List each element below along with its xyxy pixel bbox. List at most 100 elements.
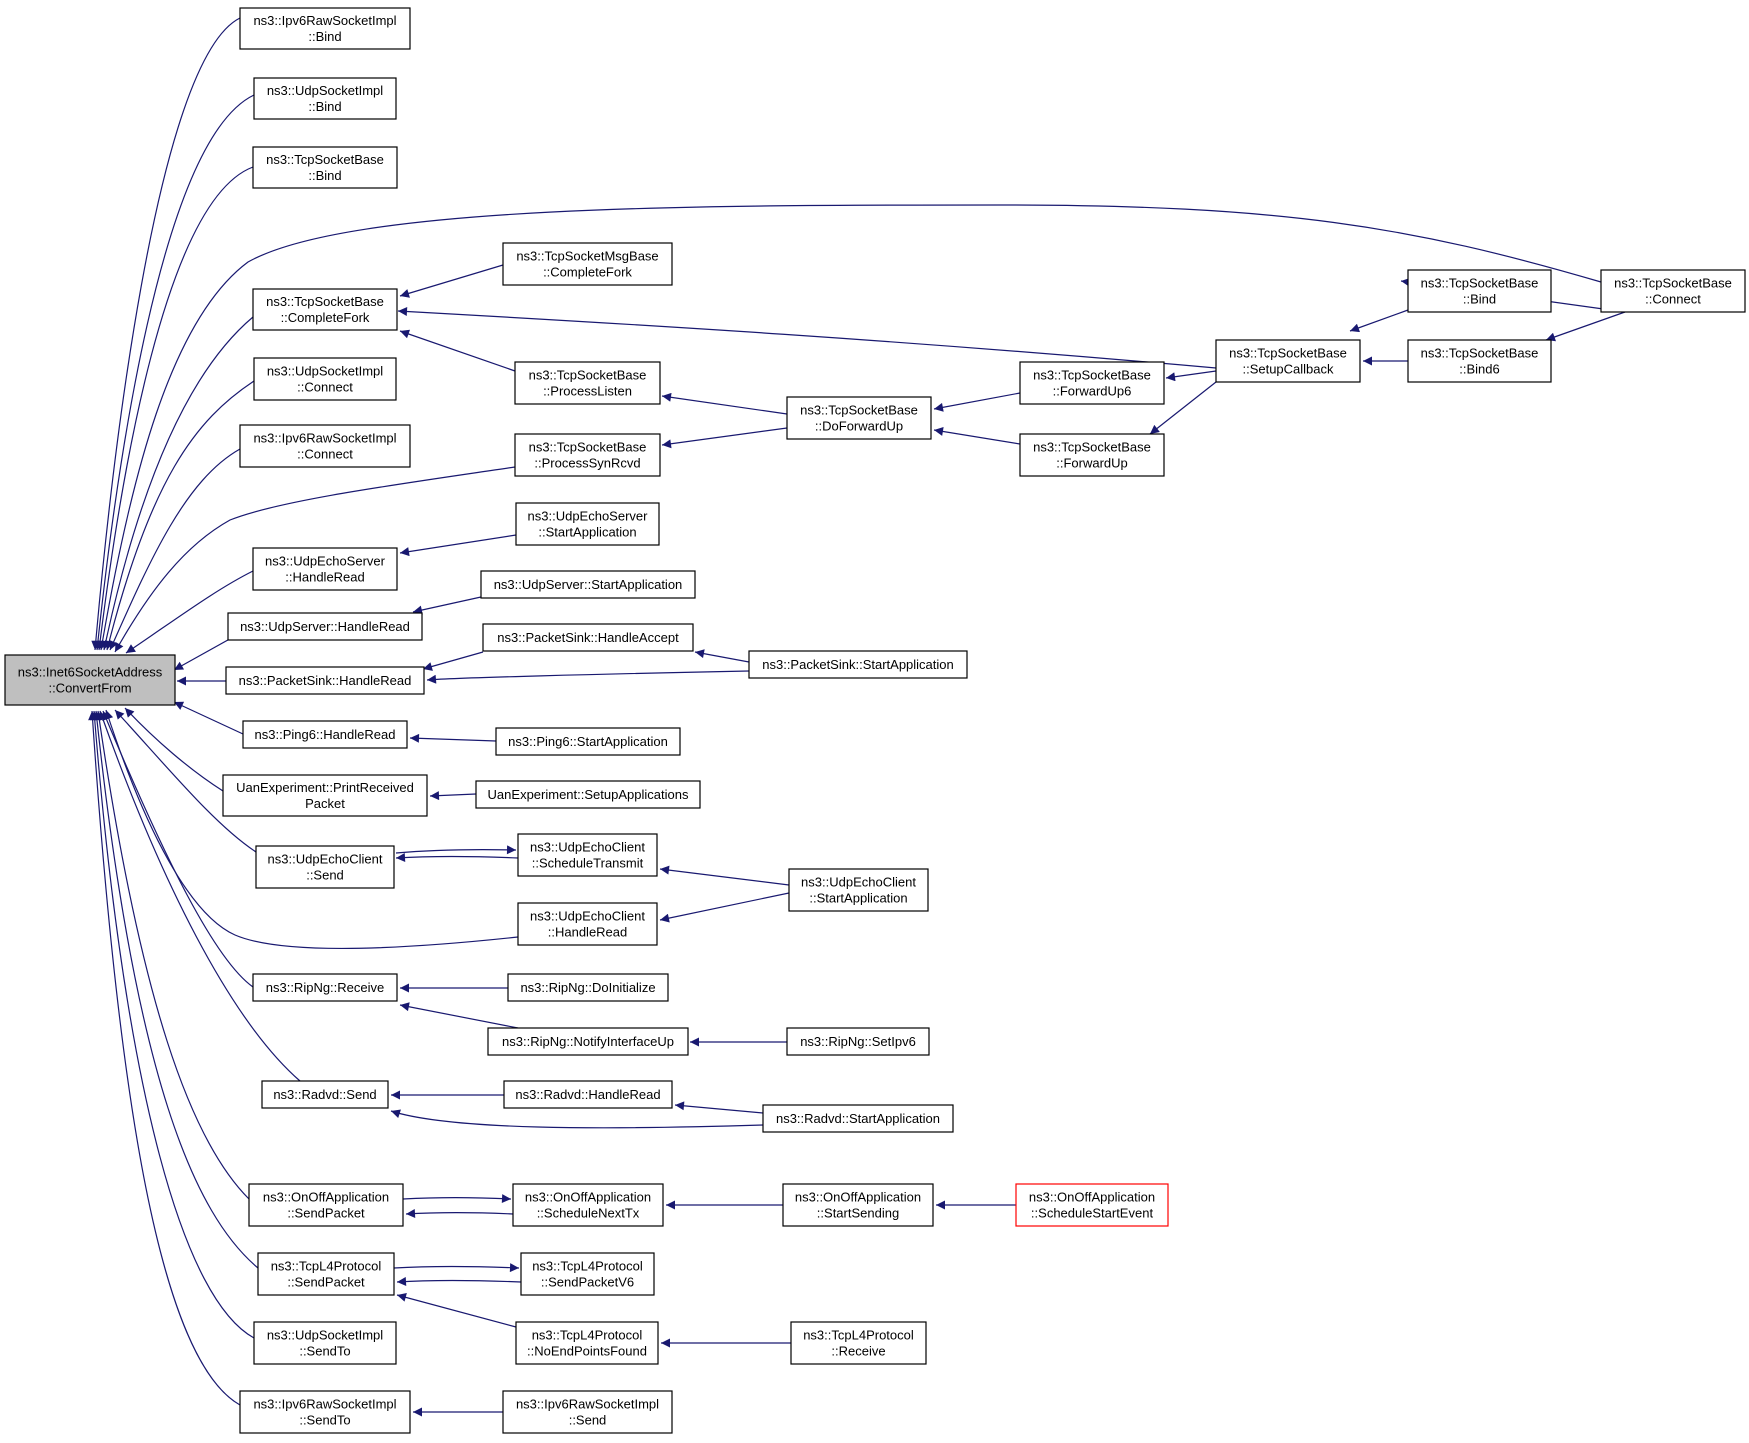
node-label-line: ns3::PacketSink::HandleRead (239, 673, 412, 688)
node-ripng-doinitialize[interactable]: ns3::RipNg::DoInitialize (507, 973, 669, 1002)
node-ripng-setipv6[interactable]: ns3::RipNg::SetIpv6 (786, 1027, 930, 1056)
node-tcpl4-sendpacket[interactable]: ns3::TcpL4Protocol::SendPacket (257, 1252, 395, 1296)
node-box (786, 396, 932, 440)
node-ipv6raw-bind[interactable]: ns3::Ipv6RawSocketImpl::Bind (239, 7, 411, 50)
node-label-line: ::ConvertFrom (48, 681, 131, 696)
node-box (495, 727, 681, 756)
node-label-line: ns3::OnOffApplication (525, 1190, 651, 1205)
node-radvd-handleread[interactable]: ns3::Radvd::HandleRead (503, 1080, 673, 1109)
node-label-line: ::ForwardUp (1056, 456, 1128, 471)
node-box (503, 1080, 673, 1109)
node-tcpbase-connect[interactable]: ns3::TcpSocketBase::Connect (1600, 269, 1746, 313)
edge-udpimpl_sendto-to-root (90, 710, 255, 1339)
node-box (253, 357, 397, 401)
node-label-line: ns3::TcpSocketMsgBase (516, 249, 658, 264)
edge-onoff_schedulenexttx-to-onoff_sendpacket (405, 1208, 514, 1218)
node-label-line: ns3::PacketSink::StartApplication (762, 657, 954, 672)
node-box (222, 774, 428, 817)
node-label-line: ns3::UdpSocketImpl (267, 1328, 383, 1343)
edge-onoff_sendpacket-to-root (94, 710, 250, 1200)
node-box (252, 288, 398, 331)
node-box (1215, 339, 1361, 383)
node-label-line: ::Bind (1463, 292, 1496, 307)
node-box (252, 146, 398, 189)
node-label-line: ::SendPacketV6 (541, 1275, 634, 1290)
node-tcpbase-forwardup[interactable]: ns3::TcpSocketBase::ForwardUp (1019, 433, 1165, 477)
node-packetsink-handleaccept[interactable]: ns3::PacketSink::HandleAccept (482, 623, 694, 652)
node-label-line: ns3::Radvd::StartApplication (776, 1111, 940, 1126)
node-box (786, 1027, 930, 1056)
node-tcpmsg-completefork[interactable]: ns3::TcpSocketMsgBase::CompleteFork (502, 242, 673, 286)
node-label-line: ns3::UdpSocketImpl (267, 83, 383, 98)
edge-onoff_sendpacket-to-onoff_schedulenexttx (402, 1194, 512, 1204)
node-tcpbase-forwardup6[interactable]: ns3::TcpSocketBase::ForwardUp6 (1019, 361, 1165, 405)
node-udpechoclient-start[interactable]: ns3::UdpEchoClient::StartApplication (788, 868, 929, 912)
node-tcpbase-bind-r[interactable]: ns3::TcpSocketBase::Bind (1407, 269, 1552, 313)
node-tcpbase-completefork[interactable]: ns3::TcpSocketBase::CompleteFork (252, 288, 398, 331)
node-label-line: ns3::Radvd::HandleRead (515, 1087, 660, 1102)
node-label-line: ns3::TcpSocketBase (1421, 346, 1539, 361)
node-packetsink-start[interactable]: ns3::PacketSink::StartApplication (748, 650, 968, 679)
node-onoff-startsending[interactable]: ns3::OnOffApplication::StartSending (782, 1183, 934, 1227)
edge-tcpbase_processlisten-to-tcpbase_completefork (399, 329, 516, 372)
node-ipv6raw-send[interactable]: ns3::Ipv6RawSocketImpl::Send (502, 1390, 673, 1434)
node-udpimpl-connect[interactable]: ns3::UdpSocketImpl::Connect (253, 357, 397, 401)
node-tcpl4-noendpointsfound[interactable]: ns3::TcpL4Protocol::NoEndPointsFound (515, 1321, 659, 1365)
node-udpechoclient-scheduletransmit[interactable]: ns3::UdpEchoClient::ScheduleTransmit (517, 833, 658, 877)
edge-udpserver_start-to-udpserver_handleread (412, 596, 482, 615)
node-packetsink-handleread[interactable]: ns3::PacketSink::HandleRead (225, 666, 425, 695)
node-label-line: ::StartApplication (538, 525, 636, 540)
node-onoff-sendpacket[interactable]: ns3::OnOffApplication::SendPacket (248, 1183, 404, 1227)
node-udpechoclient-send[interactable]: ns3::UdpEchoClient::Send (255, 845, 395, 889)
node-box (227, 612, 423, 641)
node-udpechoclient-handleread[interactable]: ns3::UdpEchoClient::HandleRead (517, 902, 658, 946)
node-udpimpl-bind[interactable]: ns3::UdpSocketImpl::Bind (253, 77, 397, 120)
node-label-line: ::Bind (308, 29, 341, 44)
node-box (1407, 339, 1552, 383)
node-ping6-handleread[interactable]: ns3::Ping6::HandleRead (242, 720, 408, 749)
edge-ping6_start-to-ping6_handleread (409, 733, 497, 743)
node-tcpbase-setupcallback[interactable]: ns3::TcpSocketBase::SetupCallback (1215, 339, 1361, 383)
edge-udpechoclient_handleread-to-root (104, 709, 519, 950)
node-box (502, 1390, 673, 1434)
node-label-line: ns3::UdpEchoServer (265, 554, 386, 569)
node-tcpl4-sendpacketv6[interactable]: ns3::TcpL4Protocol::SendPacketV6 (520, 1252, 655, 1296)
node-udpserver-handleread[interactable]: ns3::UdpServer::HandleRead (227, 612, 423, 641)
node-uan-setupapps[interactable]: UanExperiment::SetupApplications (475, 780, 701, 809)
node-radvd-start[interactable]: ns3::Radvd::StartApplication (762, 1104, 954, 1133)
node-ripng-receive[interactable]: ns3::RipNg::Receive (252, 973, 398, 1002)
node-label-line: ns3::TcpSocketBase (1421, 276, 1539, 291)
node-onoff-schedulestartevent[interactable]: ns3::OnOffApplication::ScheduleStartEven… (1015, 1183, 1169, 1227)
node-ipv6raw-sendto[interactable]: ns3::Ipv6RawSocketImpl::SendTo (239, 1390, 411, 1434)
node-udpserver-start[interactable]: ns3::UdpServer::StartApplication (480, 570, 696, 599)
node-tcpbase-processlisten[interactable]: ns3::TcpSocketBase::ProcessListen (514, 361, 661, 405)
node-tcpbase-bind-l[interactable]: ns3::TcpSocketBase::Bind (252, 146, 398, 189)
node-onoff-schedulenexttx[interactable]: ns3::OnOffApplication::ScheduleNextTx (512, 1183, 664, 1227)
node-box (4, 654, 176, 706)
node-tcpbase-doforwardup[interactable]: ns3::TcpSocketBase::DoForwardUp (786, 396, 932, 440)
node-udpimpl-sendto[interactable]: ns3::UdpSocketImpl::SendTo (253, 1321, 397, 1365)
node-box (482, 623, 694, 652)
node-root[interactable]: ns3::Inet6SocketAddress::ConvertFrom (4, 654, 176, 706)
node-label-line: ns3::TcpSocketBase (1033, 368, 1151, 383)
node-label-line: ns3::Ipv6RawSocketImpl (253, 13, 396, 28)
node-label-line: ::Send (569, 1413, 607, 1428)
node-label-line: ns3::OnOffApplication (263, 1190, 389, 1205)
node-radvd-send[interactable]: ns3::Radvd::Send (261, 1080, 389, 1109)
node-ipv6raw-connect[interactable]: ns3::Ipv6RawSocketImpl::Connect (239, 424, 411, 468)
node-box (788, 868, 929, 912)
node-label-line: ns3::Ipv6RawSocketImpl (253, 1397, 396, 1412)
node-tcpbase-bind6[interactable]: ns3::TcpSocketBase::Bind6 (1407, 339, 1552, 383)
node-box (502, 242, 673, 286)
node-ripng-notifyinterfaceup[interactable]: ns3::RipNg::NotifyInterfaceUp (487, 1027, 689, 1056)
node-tcpbase-processsynrcvd[interactable]: ns3::TcpSocketBase::ProcessSynRcvd (514, 433, 661, 477)
node-ping6-start[interactable]: ns3::Ping6::StartApplication (495, 727, 681, 756)
node-udpechoserver-start[interactable]: ns3::UdpEchoServer::StartApplication (515, 502, 660, 546)
node-label-line: ::StartApplication (809, 891, 907, 906)
node-label-line: ::ScheduleNextTx (537, 1206, 640, 1221)
node-udpechoserver-handleread[interactable]: ns3::UdpEchoServer::HandleRead (252, 547, 398, 591)
node-label-line: ::HandleRead (285, 570, 365, 585)
edge-ping6_handleread-to-root (173, 701, 244, 735)
node-tcpl4-receive[interactable]: ns3::TcpL4Protocol::Receive (790, 1321, 927, 1365)
